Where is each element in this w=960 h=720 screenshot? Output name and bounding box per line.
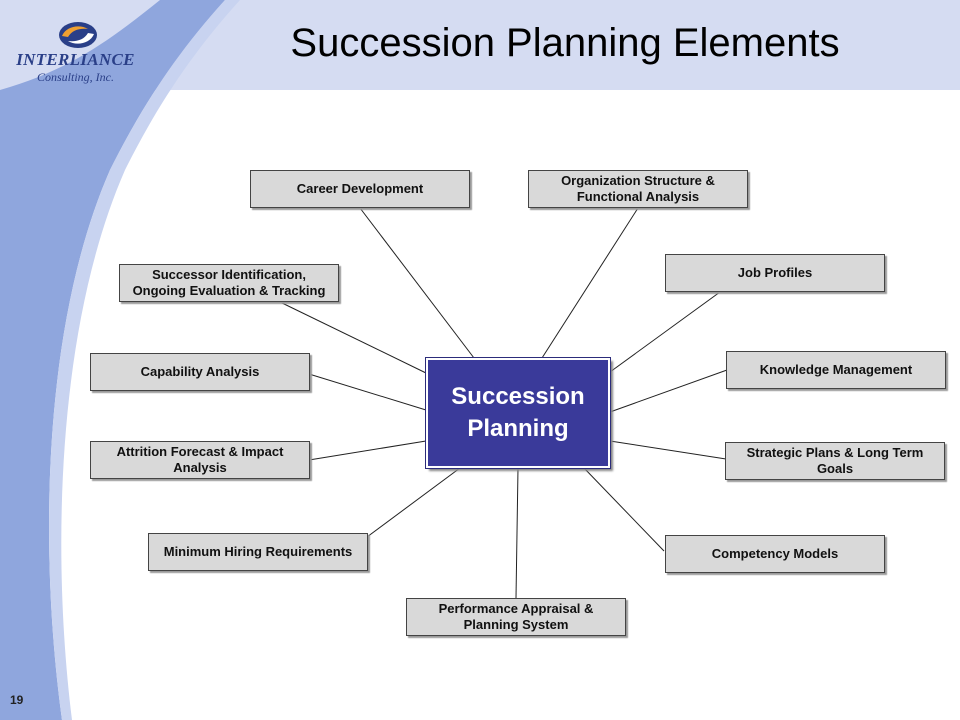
element-knowledge-management: Knowledge Management bbox=[726, 351, 946, 389]
element-performance-appraisal: Performance Appraisal & Planning System bbox=[406, 598, 626, 636]
element-career-development: Career Development bbox=[250, 170, 470, 208]
element-minimum-hiring: Minimum Hiring Requirements bbox=[148, 533, 368, 571]
element-capability-analysis: Capability Analysis bbox=[90, 353, 310, 391]
element-competency-models: Competency Models bbox=[665, 535, 885, 573]
connector-job bbox=[609, 291, 721, 373]
center-node-succession-planning: Succession Planning bbox=[426, 358, 610, 468]
left-swoosh bbox=[0, 0, 225, 720]
page-number: 19 bbox=[10, 693, 24, 707]
connector-hiring bbox=[366, 467, 461, 538]
connector-strategic bbox=[609, 440, 727, 460]
element-organization-structure: Organization Structure & Functional Anal… bbox=[528, 170, 748, 208]
connector-career bbox=[359, 207, 475, 359]
connector-knowledge bbox=[609, 369, 728, 413]
connector-attrition bbox=[308, 440, 427, 461]
connector-org bbox=[541, 207, 639, 359]
element-successor-identification: Successor Identification, Ongoing Evalua… bbox=[119, 264, 339, 302]
element-attrition-forecast: Attrition Forecast & Impact Analysis bbox=[90, 441, 310, 479]
connector-successor bbox=[279, 301, 427, 374]
element-strategic-plans: Strategic Plans & Long Term Goals bbox=[725, 442, 945, 480]
connector-competency bbox=[583, 467, 665, 552]
slide-title: Succession Planning Elements bbox=[290, 21, 840, 65]
center-line-2: Planning bbox=[467, 415, 569, 442]
logo-swirl-icon bbox=[59, 22, 97, 48]
connector-performance bbox=[515, 467, 519, 599]
connector-capability bbox=[308, 373, 427, 411]
element-job-profiles: Job Profiles bbox=[665, 254, 885, 292]
company-logo: INTERLIANCE Consulting, Inc. bbox=[8, 18, 143, 90]
logo-subtitle: Consulting, Inc. bbox=[37, 70, 114, 84]
logo-name: INTERLIANCE bbox=[16, 50, 135, 69]
center-line-1: Succession bbox=[451, 383, 585, 410]
